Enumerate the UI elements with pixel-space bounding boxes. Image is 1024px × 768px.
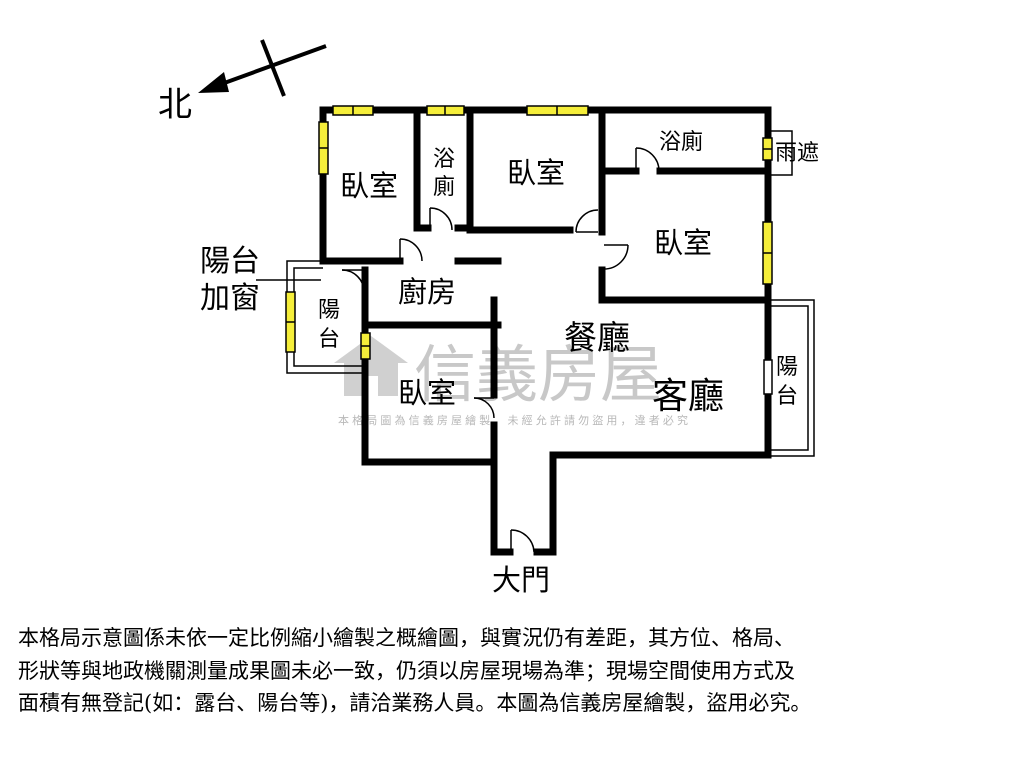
windows <box>285 105 773 395</box>
window-bedroom-nw-west <box>318 121 329 175</box>
door-kitchen-balcony <box>341 269 365 293</box>
label-balcony-west-bottom: 台 <box>318 327 340 352</box>
disclaimer: 本格局示意圖係未依一定比例縮小繪製之概繪圖，與實況仍有差距，其方位、格局、 形狀… <box>18 622 1008 720</box>
watermark: 信義房屋 本格局圖為信義房屋繪製，未經允許請勿盜用，違者必究 <box>334 336 688 427</box>
window-bedroom-n-north <box>526 105 589 116</box>
watermark-brand: 信義房屋 <box>414 338 662 411</box>
window-balcony-east <box>763 359 773 395</box>
label-balcony-west-top: 陽 <box>318 298 340 323</box>
door-bedroom-sw <box>473 397 495 419</box>
label-kitchen: 廚房 <box>398 275 456 309</box>
label-bedroom-e: 臥室 <box>654 226 712 260</box>
window-bath-ne-east <box>762 137 773 161</box>
label-bath-small-bottom: 廁 <box>433 175 455 200</box>
room-labels: 臥室 浴 廁 臥室 浴廁 雨遮 臥室 陽台 加窗 陽 台 廚房 餐廳 客廳 臥室… <box>200 130 819 597</box>
door-bath-ne <box>635 147 660 172</box>
label-balcony-window-1: 陽台 <box>200 244 260 279</box>
window-bedroom-nw-north <box>332 105 374 116</box>
disclaimer-line-3: 面積有無登記(如：露台、陽台等)，請洽業務人員。本圖為信義房屋繪製，盜用必究。 <box>18 691 812 715</box>
disclaimer-line-1: 本格局示意圖係未依一定比例縮小繪製之概繪圖，與實況仍有差距，其方位、格局、 <box>18 626 795 650</box>
watermark-notice: 本格局圖為信義房屋繪製，未經允許請勿盜用，違者必究 <box>338 413 688 427</box>
window-bath-small-north <box>426 105 465 116</box>
north-compass: 北 <box>158 39 327 125</box>
label-balcony-east-top: 陽 <box>776 355 798 380</box>
door-bedroom-nw <box>399 238 423 262</box>
label-dining: 餐廳 <box>564 318 630 357</box>
label-balcony-east-bottom: 台 <box>776 384 798 409</box>
label-living: 客廳 <box>652 376 724 417</box>
door-bath-small <box>429 207 453 231</box>
doors <box>341 147 660 553</box>
window-bedroom-sw-west <box>360 332 371 360</box>
label-bedroom-nw: 臥室 <box>340 169 398 203</box>
label-bath-small-top: 浴 <box>433 147 455 172</box>
door-bedroom-n <box>575 209 599 233</box>
window-balcony-west <box>285 291 296 353</box>
door-bedroom-e <box>603 244 629 270</box>
label-bath-ne: 浴廁 <box>659 130 703 155</box>
label-bedroom-sw: 臥室 <box>398 376 456 410</box>
label-balcony-window-2: 加窗 <box>200 281 260 316</box>
door-main <box>510 529 535 553</box>
label-rain-shelter: 雨遮 <box>775 141 819 166</box>
house-logo-icon <box>334 336 408 396</box>
window-bedroom-e-east <box>762 221 773 285</box>
north-label: 北 <box>158 85 192 125</box>
label-main-door: 大門 <box>492 563 550 597</box>
label-bedroom-n: 臥室 <box>507 156 565 190</box>
disclaimer-line-2: 形狀等與地政機關測量成果圖未必一致，仍須以房屋現場為準；現場空間使用方式及 <box>18 658 795 683</box>
